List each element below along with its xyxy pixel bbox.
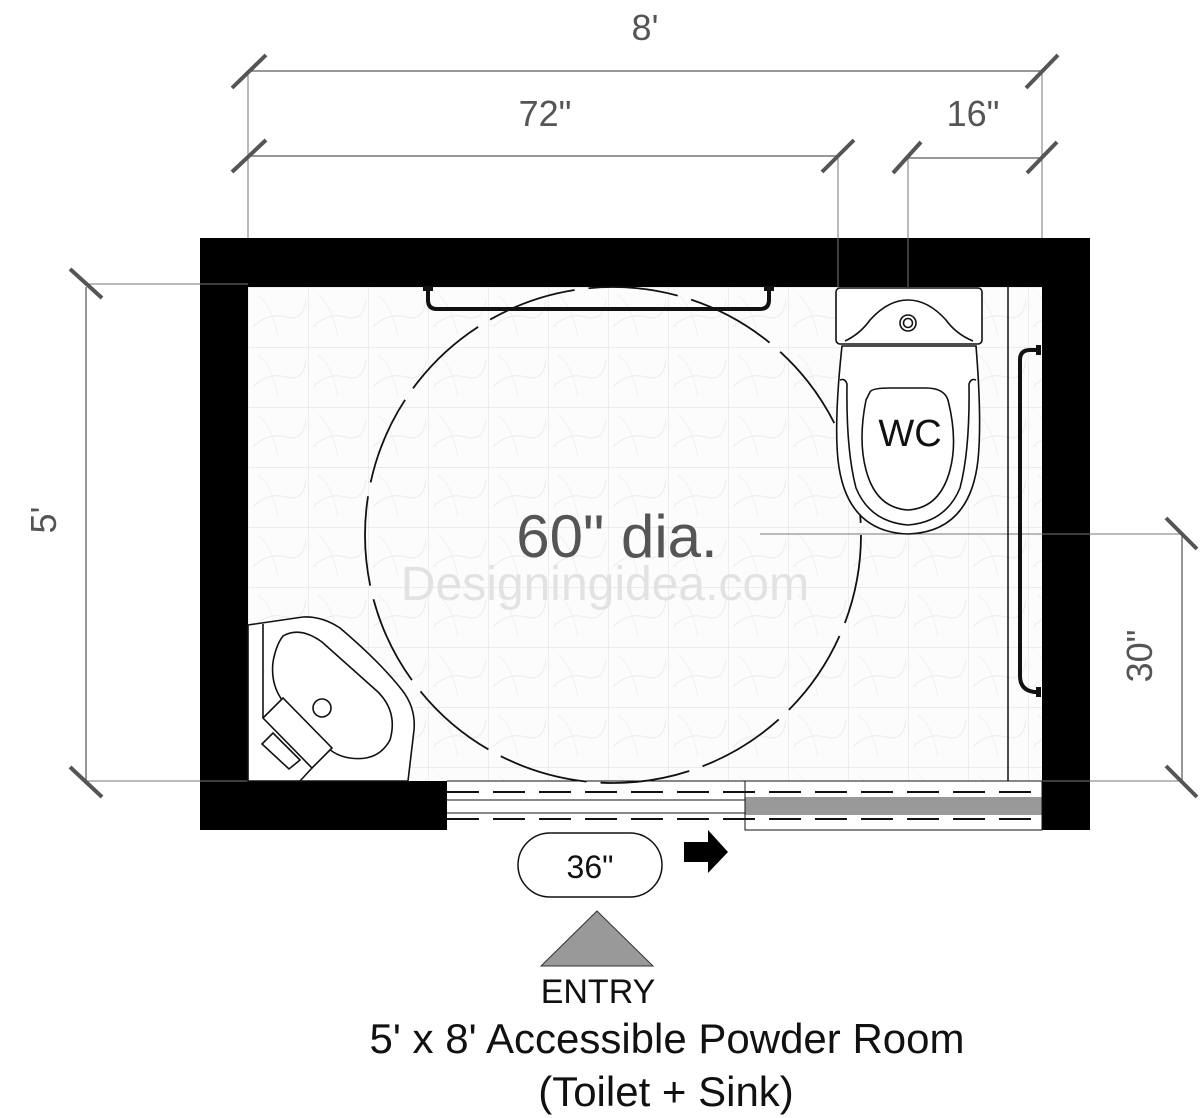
dimension-72in-label: 72" — [519, 93, 572, 134]
wall-top — [200, 238, 1090, 287]
dimension-8ft-label: 8' — [632, 7, 659, 48]
dimension-overall-width — [230, 53, 1060, 238]
door-panel — [745, 797, 1042, 815]
grab-bar-side — [1018, 345, 1041, 697]
door-width-badge — [517, 832, 663, 898]
door-width-label: 36" — [567, 849, 614, 885]
dimension-overall-depth — [68, 267, 248, 799]
entry-arrow-icon — [539, 910, 655, 967]
grab-bar-rear — [423, 286, 774, 311]
plan-title: 5' x 8' Accessible Powder Room — [370, 1015, 965, 1062]
walls — [200, 238, 1090, 830]
plan-subtitle: (Toilet + Sink) — [538, 1068, 794, 1115]
entry-label: ENTRY — [541, 973, 656, 1011]
watermark: Designingidea.com — [401, 558, 809, 611]
dimension-16in-label: 16" — [947, 93, 1000, 134]
dimension-grab-bar-height — [760, 516, 1199, 799]
dimension-toilet-offset — [891, 140, 1059, 288]
wall-bottom-left — [200, 781, 447, 830]
turning-circle — [364, 286, 862, 784]
sink-basin — [271, 631, 394, 760]
dimension-clear-width — [230, 138, 856, 290]
sink-drain-icon — [312, 698, 332, 718]
slide-direction-arrow-icon — [684, 830, 728, 873]
toilet-label: WC — [878, 413, 941, 455]
turning-circle-label: 60" dia. — [516, 503, 717, 570]
dimension-30in-label: 30" — [1119, 630, 1160, 683]
sink-faucet — [261, 696, 334, 770]
wall-left — [200, 238, 248, 830]
dimension-5ft-label: 5' — [23, 507, 64, 534]
toilet-seat — [861, 387, 955, 511]
toilet — [835, 287, 983, 535]
corner-sink — [247, 616, 416, 782]
sliding-door — [447, 780, 1043, 831]
